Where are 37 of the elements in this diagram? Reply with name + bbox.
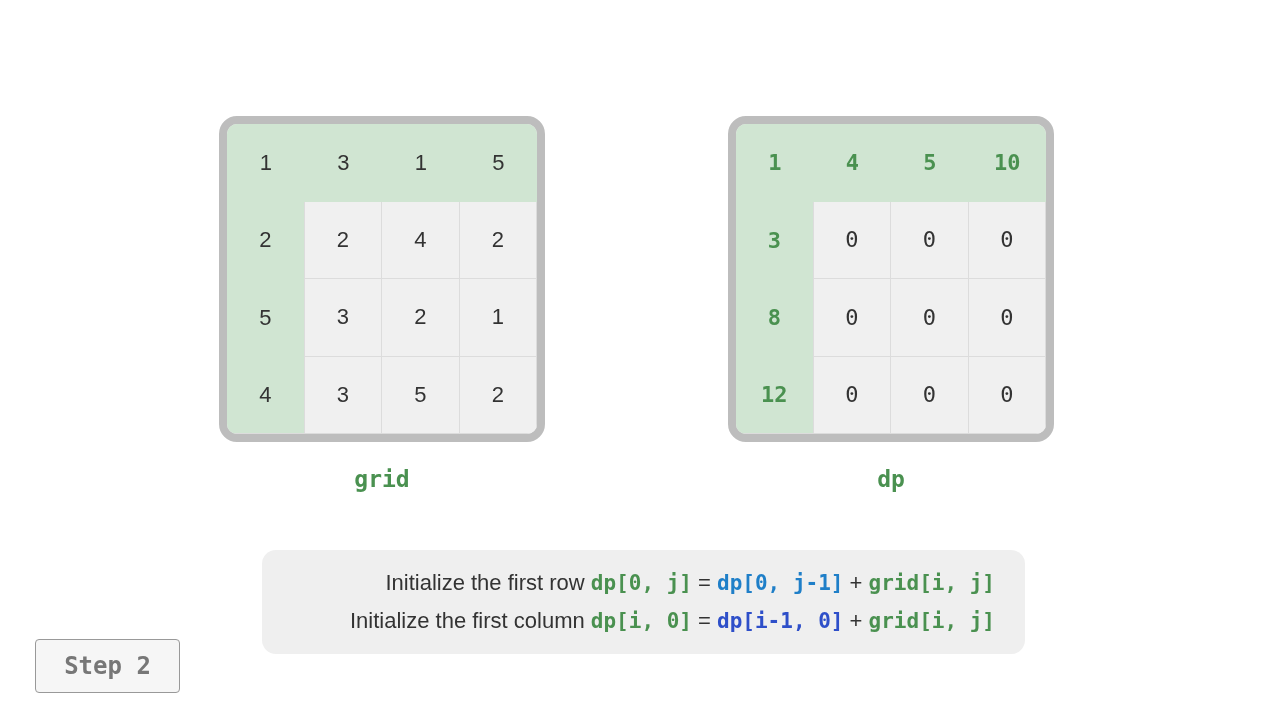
matrix-cell: 5 bbox=[891, 124, 969, 202]
matrix-cell: 0 bbox=[968, 279, 1046, 357]
formula-text: Initialize the first column dp[i, 0] = dp[i-1, 0] + grid[i, j] bbox=[349, 608, 995, 634]
matrix-cell: 2 bbox=[227, 201, 305, 279]
matrix-cell: 5 bbox=[459, 124, 537, 202]
matrix-cell: 12 bbox=[736, 356, 814, 434]
matrix-cell: 1 bbox=[382, 124, 460, 202]
matrix-cell: 4 bbox=[382, 201, 460, 279]
matrix-cell: 1 bbox=[227, 124, 305, 202]
matrix-cell: 0 bbox=[891, 279, 969, 357]
matrix-cell: 3 bbox=[304, 279, 382, 357]
matrix-cell: 0 bbox=[891, 356, 969, 434]
matrix-cell: 5 bbox=[382, 356, 460, 434]
matrix-cell: 2 bbox=[382, 279, 460, 357]
matrix-cell: 3 bbox=[736, 201, 814, 279]
matrix-cell: 0 bbox=[968, 356, 1046, 434]
matrix-caption: dp bbox=[728, 466, 1054, 492]
matrix-cell: 2 bbox=[304, 201, 382, 279]
matrix-cell: 1 bbox=[736, 124, 814, 202]
matrix-cell: 1 bbox=[459, 279, 537, 357]
matrix-cell: 3 bbox=[304, 356, 382, 434]
matrix-cell: 8 bbox=[736, 279, 814, 357]
matrix-cell: 2 bbox=[459, 356, 537, 434]
matrix-cell: 10 bbox=[968, 124, 1046, 202]
matrix-cell: 0 bbox=[891, 201, 969, 279]
matrix-cell: 2 bbox=[459, 201, 537, 279]
matrix-cell: 4 bbox=[813, 124, 891, 202]
matrix-cell: 5 bbox=[227, 279, 305, 357]
matrix-cell: 0 bbox=[813, 356, 891, 434]
matrix-caption: grid bbox=[219, 466, 545, 492]
matrix-cell: 0 bbox=[813, 279, 891, 357]
matrix-cell: 0 bbox=[968, 201, 1046, 279]
matrix-cell: 3 bbox=[304, 124, 382, 202]
matrix-cell: 4 bbox=[227, 356, 305, 434]
formula-text: Initialize the first row dp[0, j] = dp[0, j-1] + grid[i, j] bbox=[385, 570, 995, 596]
matrix-cell: 0 bbox=[813, 201, 891, 279]
step-button: Step 2 bbox=[35, 639, 180, 693]
